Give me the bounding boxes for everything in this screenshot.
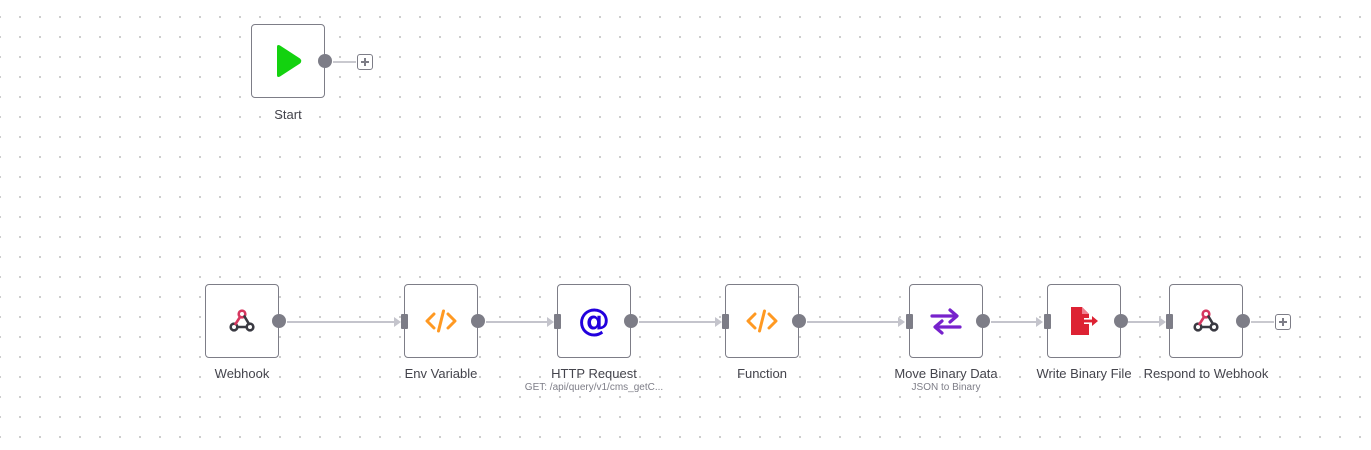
http-request-input-handle[interactable] (554, 314, 561, 329)
node-respond-to-webhook[interactable] (1166, 284, 1250, 358)
webhook-output-handle[interactable] (272, 314, 286, 328)
node-write-binary-file-label: Write Binary File (1036, 366, 1132, 381)
node-move-binary-data[interactable] (906, 284, 990, 358)
connection-env-http[interactable] (486, 317, 554, 327)
connection-function-move[interactable] (807, 317, 905, 327)
connection-webhook-env[interactable] (287, 317, 401, 327)
node-webhook-label: Webhook (214, 366, 270, 381)
play-icon (273, 44, 303, 78)
node-move-binary-data-subtitle: JSON to Binary (911, 382, 981, 393)
move-binary-data-output-handle[interactable] (976, 314, 990, 328)
respond-to-webhook-output-handle[interactable] (1236, 314, 1250, 328)
respond-add-node-button[interactable] (1275, 314, 1291, 330)
webhook-icon (1192, 308, 1220, 334)
node-function-label: Function (737, 366, 787, 381)
node-respond-to-webhook-label: Respond to Webhook (1143, 366, 1269, 381)
node-move-binary-data-label: Move Binary Data (894, 366, 998, 381)
svg-text:@: @ (578, 305, 610, 337)
code-icon (425, 309, 457, 333)
connection-move-write[interactable] (991, 317, 1043, 327)
respond-to-webhook-input-handle[interactable] (1166, 314, 1173, 329)
at-sign-icon: @ (578, 305, 610, 337)
connection-http-function[interactable] (639, 317, 722, 327)
node-http-request-subtitle: GET: /api/query/v1/cms_getC... (524, 382, 664, 393)
file-export-icon (1067, 306, 1101, 336)
webhook-icon (228, 308, 256, 334)
function-input-handle[interactable] (722, 314, 729, 329)
start-add-node-button[interactable] (357, 54, 373, 70)
write-binary-file-output-handle[interactable] (1114, 314, 1128, 328)
function-output-handle[interactable] (792, 314, 806, 328)
write-binary-file-input-handle[interactable] (1044, 314, 1051, 329)
connection-write-respond[interactable] (1128, 317, 1166, 327)
node-write-binary-file[interactable] (1044, 284, 1128, 358)
node-start-label: Start (274, 107, 302, 122)
node-start[interactable] (251, 24, 332, 98)
node-http-request-label: HTTP Request (551, 366, 637, 381)
node-http-request[interactable]: @ (554, 284, 638, 358)
env-variable-input-handle[interactable] (401, 314, 408, 329)
node-function[interactable] (722, 284, 806, 358)
exchange-arrows-icon (929, 307, 963, 335)
node-env-variable-label: Env Variable (404, 366, 478, 381)
env-variable-output-handle[interactable] (471, 314, 485, 328)
code-icon (746, 309, 778, 333)
http-request-output-handle[interactable] (624, 314, 638, 328)
node-webhook[interactable] (205, 284, 286, 358)
move-binary-data-input-handle[interactable] (906, 314, 913, 329)
start-output-handle[interactable] (318, 54, 332, 68)
node-env-variable[interactable] (401, 284, 485, 358)
